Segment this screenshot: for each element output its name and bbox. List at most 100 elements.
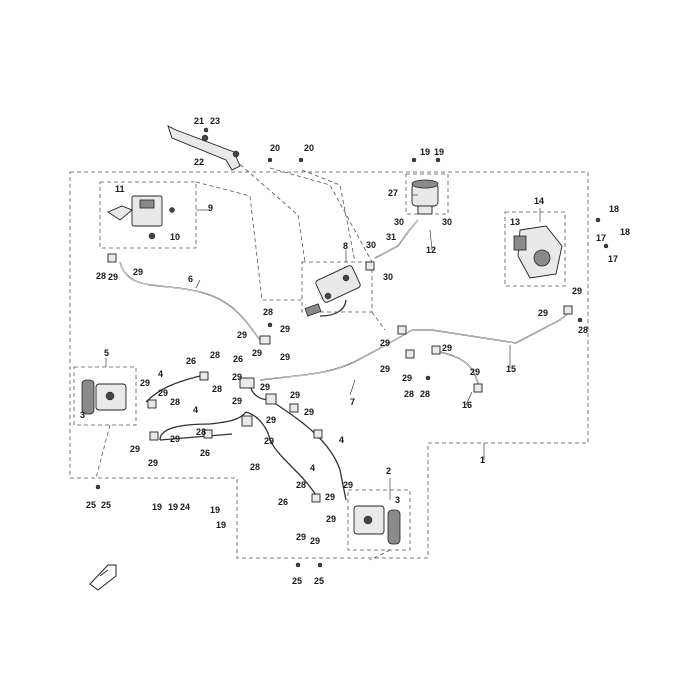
- front-left-caliper-box: [73, 366, 137, 426]
- callout-5: 5: [104, 348, 109, 358]
- callout-30: 30: [383, 272, 393, 282]
- callout-28: 28: [196, 427, 206, 437]
- front-right-caliper-box: [347, 489, 411, 551]
- callout-29: 29: [158, 388, 168, 398]
- callout-19: 19: [420, 147, 430, 157]
- callout-23: 23: [210, 116, 220, 126]
- callout-26: 26: [233, 354, 243, 364]
- callout-28: 28: [250, 462, 260, 472]
- callout-13: 13: [510, 217, 520, 227]
- callout-26: 26: [278, 497, 288, 507]
- rear-caliper-icon: [513, 225, 563, 279]
- callout-29: 29: [290, 390, 300, 400]
- callout-8: 8: [343, 241, 348, 251]
- callout-29: 29: [325, 492, 335, 502]
- callout-3: 3: [80, 410, 85, 420]
- callout-29: 29: [170, 434, 180, 444]
- callout-19: 19: [152, 502, 162, 512]
- callout-25: 25: [314, 576, 324, 586]
- callout-29: 29: [232, 396, 242, 406]
- callout-25: 25: [292, 576, 302, 586]
- callout-29: 29: [343, 480, 353, 490]
- callout-26: 26: [200, 448, 210, 458]
- callout-4: 4: [193, 405, 198, 415]
- callout-29: 29: [538, 308, 548, 318]
- callout-24: 24: [180, 502, 190, 512]
- fluid-reservoir-icon: [411, 179, 439, 215]
- brake-pipes: [119, 219, 573, 501]
- callout-28: 28: [578, 325, 588, 335]
- callout-28: 28: [420, 389, 430, 399]
- callout-29: 29: [148, 458, 158, 468]
- callout-25: 25: [86, 500, 96, 510]
- callout-28: 28: [170, 397, 180, 407]
- callout-31: 31: [386, 232, 396, 242]
- callout-29: 29: [572, 286, 582, 296]
- callout-17: 17: [596, 233, 606, 243]
- leader-lines: [105, 194, 541, 500]
- callout-28: 28: [210, 350, 220, 360]
- callout-29: 29: [252, 348, 262, 358]
- callout-29: 29: [280, 324, 290, 334]
- callout-17: 17: [608, 254, 618, 264]
- callout-29: 29: [310, 536, 320, 546]
- callout-29: 29: [280, 352, 290, 362]
- callout-19: 19: [216, 520, 226, 530]
- callout-21: 21: [194, 116, 204, 126]
- callout-29: 29: [264, 436, 274, 446]
- callout-26: 26: [186, 356, 196, 366]
- callout-28: 28: [212, 384, 222, 394]
- callout-28: 28: [96, 271, 106, 281]
- callout-29: 29: [266, 415, 276, 425]
- callout-28: 28: [404, 389, 414, 399]
- callout-11: 11: [115, 184, 125, 194]
- front-direction-arrow-icon: [89, 564, 117, 591]
- callout-2: 2: [386, 466, 391, 476]
- callout-4: 4: [310, 463, 315, 473]
- callout-30: 30: [394, 217, 404, 227]
- fastener-bolts: [95, 127, 609, 568]
- callout-30: 30: [366, 240, 376, 250]
- callout-29: 29: [380, 338, 390, 348]
- callout-29: 29: [380, 364, 390, 374]
- callout-29: 29: [232, 372, 242, 382]
- callout-6: 6: [188, 274, 193, 284]
- callout-9: 9: [208, 203, 213, 213]
- front-left-caliper-icon: [81, 379, 127, 415]
- master-cylinder-box: [99, 181, 197, 249]
- callout-29: 29: [133, 267, 143, 277]
- dashed-connectors: [95, 159, 391, 561]
- callout-28: 28: [263, 307, 273, 317]
- rear-caliper-box: [504, 211, 566, 287]
- master-cylinder-icon: [107, 195, 175, 240]
- proportioning-valve-box: [301, 261, 373, 313]
- callout-28: 28: [296, 480, 306, 490]
- callout-19: 19: [210, 505, 220, 515]
- callout-29: 29: [260, 382, 270, 392]
- callout-19: 19: [168, 502, 178, 512]
- pipe-fittings: [107, 253, 573, 503]
- reservoir-box: [405, 173, 449, 215]
- assembly-boundary: [69, 171, 589, 559]
- parking-brake-lever: [167, 125, 241, 171]
- callout-29: 29: [130, 444, 140, 454]
- callout-29: 29: [296, 532, 306, 542]
- callout-12: 12: [426, 245, 436, 255]
- callout-16: 16: [462, 400, 472, 410]
- callout-29: 29: [326, 514, 336, 524]
- callout-29: 29: [442, 343, 452, 353]
- callout-4: 4: [339, 435, 344, 445]
- callout-29: 29: [237, 330, 247, 340]
- callout-18: 18: [609, 204, 619, 214]
- callout-29: 29: [140, 378, 150, 388]
- callout-4: 4: [158, 369, 163, 379]
- callout-30: 30: [442, 217, 452, 227]
- callout-25: 25: [101, 500, 111, 510]
- callout-29: 29: [470, 367, 480, 377]
- callout-18: 18: [620, 227, 630, 237]
- callout-19: 19: [434, 147, 444, 157]
- callout-7: 7: [350, 397, 355, 407]
- front-right-caliper-icon: [353, 505, 401, 545]
- callout-20: 20: [304, 143, 314, 153]
